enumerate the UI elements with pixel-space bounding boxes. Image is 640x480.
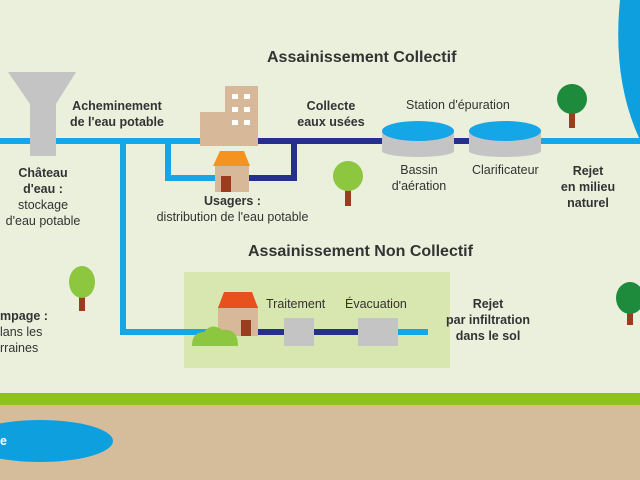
- aeration-basin-icon: [382, 121, 454, 157]
- house-icon: [213, 151, 250, 192]
- label-traitement: Traitement: [266, 297, 326, 311]
- label-station: Station d'épuration: [406, 98, 510, 112]
- title-non-collectif: Assainissement Non Collectif: [248, 243, 473, 260]
- individual-house-icon: [192, 292, 258, 346]
- river: [618, 0, 640, 140]
- label-clarificateur: Clarificateur: [472, 163, 539, 177]
- tree-icon: [69, 266, 95, 311]
- tree-icon: [557, 84, 587, 128]
- tree-icon: [616, 282, 640, 325]
- treatment-unit-icon: [284, 318, 314, 346]
- label-nappe: e: [0, 434, 7, 448]
- clarifier-icon: [469, 121, 541, 157]
- water-tower-icon: [8, 72, 76, 156]
- evacuation-unit-icon: [358, 318, 398, 346]
- grass-strip: [0, 393, 640, 405]
- label-usagers: Usagers :distribution de l'eau potable: [156, 194, 309, 224]
- title-collectif: Assainissement Collectif: [267, 49, 457, 66]
- label-evacuation: Évacuation: [345, 297, 407, 311]
- groundwater-lake: [0, 420, 113, 462]
- tree-icon: [333, 161, 363, 206]
- building-icon: [200, 86, 258, 146]
